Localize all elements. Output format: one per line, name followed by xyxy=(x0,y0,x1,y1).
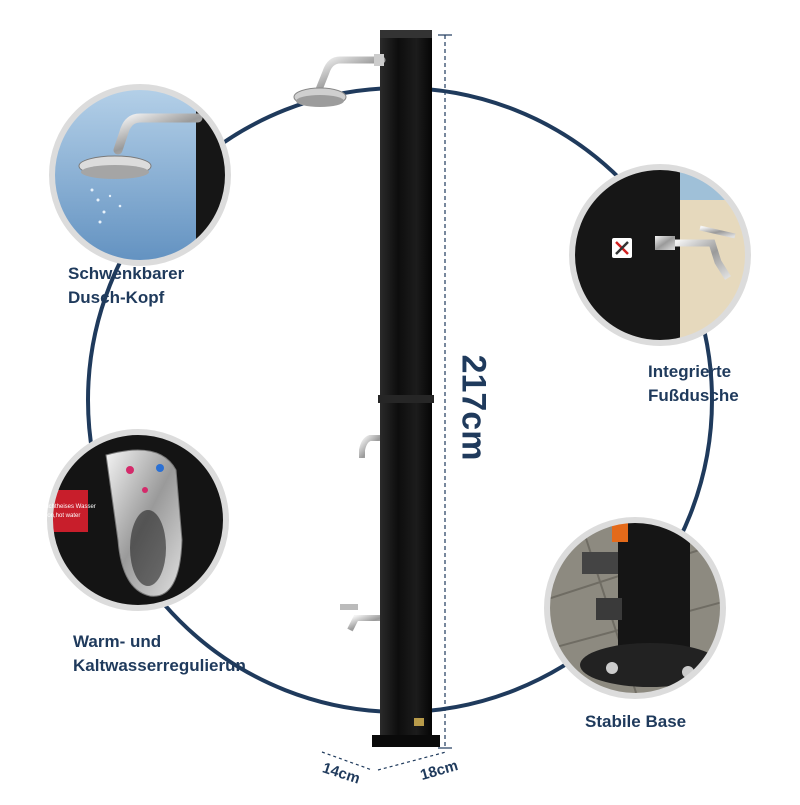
regulator-closeup xyxy=(50,432,226,608)
regulator-label: Warm- und Kaltwasserregulierun xyxy=(73,630,246,678)
foot-shower-label-line2: Fußdusche xyxy=(648,386,739,405)
base-closeup xyxy=(547,520,723,696)
shower-head-label: Schwenkbarer Dusch-Kopf xyxy=(68,262,184,310)
dimension-lines xyxy=(321,34,452,771)
sticker-text-1: eichtheises Wasser xyxy=(44,504,96,510)
regulator-label-line1: Warm- und xyxy=(73,632,162,651)
shower-head-label-line2: Dusch-Kopf xyxy=(68,288,165,307)
base-label-line1: Stabile Base xyxy=(585,712,687,731)
height-dimension: 217cm xyxy=(454,354,493,461)
shower-head-closeup xyxy=(52,87,228,263)
regulator-label-line2: Kaltwasserregulierun xyxy=(73,656,246,675)
shower-pole xyxy=(293,30,440,747)
foot-shower-label: Integrierte Fußdusche xyxy=(648,360,739,408)
foot-shower-label-line1: Integrierte xyxy=(648,362,732,381)
base-label: Stabile Base xyxy=(585,710,686,734)
shower-head-label-line1: Schwenkbarer xyxy=(68,264,185,283)
foot-shower-closeup xyxy=(572,167,748,343)
sticker-text-2: don,hot water xyxy=(44,513,81,519)
